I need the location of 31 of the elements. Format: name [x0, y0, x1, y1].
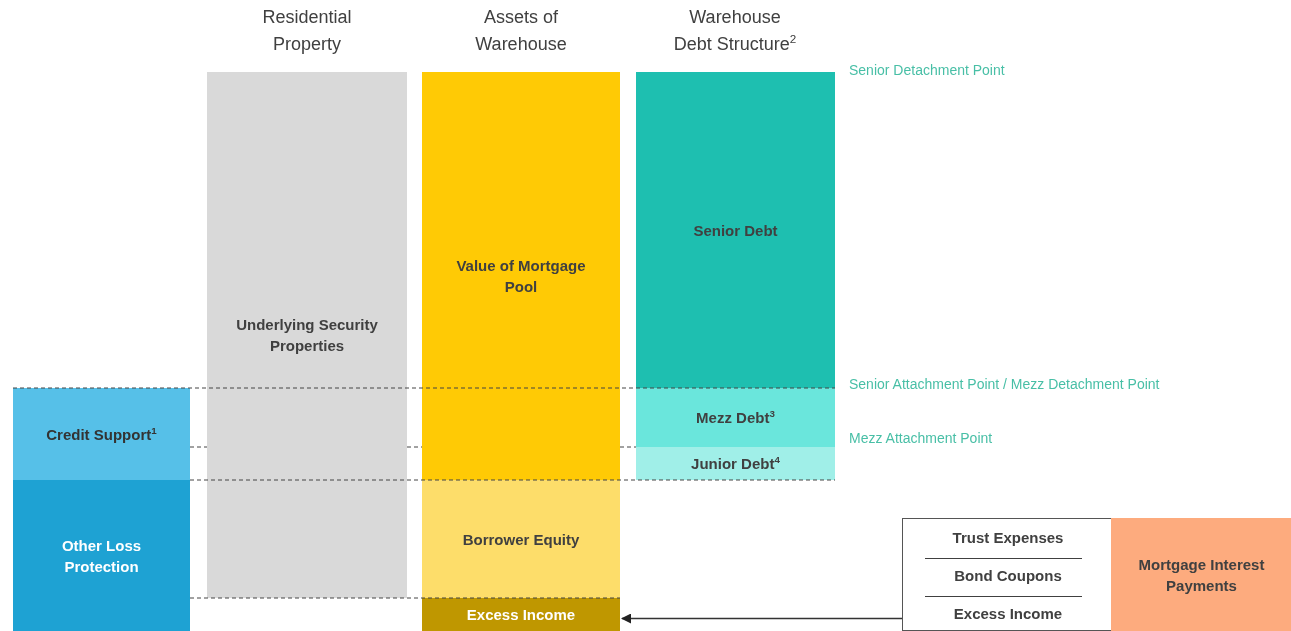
threshold-label: Mezz Attachment Point: [849, 430, 993, 446]
column-heading: Assets of Warehouse: [474, 6, 568, 56]
column-heading: Warehouse Debt Structure$^{2}$: [672, 6, 798, 56]
list-item-label: Trust Expenses: [951, 528, 1065, 548]
arrow: [621, 613, 903, 624]
credit-support-block: [13, 388, 190, 480]
block-label: Other Loss Protection: [60, 535, 143, 577]
list-item-label: Excess Income: [952, 604, 1064, 624]
waterfall-box: [902, 518, 1291, 631]
block-label: Mezz Debt$^{3}$: [695, 407, 776, 428]
junior-debt-block: [636, 447, 835, 480]
block-label: Excess Income: [465, 605, 577, 625]
threshold-label: Senior Attachment Point / Mezz Detachment Point: [849, 376, 1160, 392]
block-label: Credit Support$^{1}$: [45, 423, 158, 445]
block-label: Mortgage Interest Payments: [1137, 555, 1266, 596]
list-item-label: Bond Coupons: [953, 566, 1063, 586]
mortgage-pool-block: [422, 72, 620, 480]
loss-protection-block: [13, 480, 190, 631]
column-heading: Residential Property: [261, 6, 353, 56]
block-label: Junior Debt$^{4}$: [690, 453, 781, 474]
block-label: Underlying Security Properties: [235, 315, 379, 356]
block-label: Borrower Equity: [461, 529, 581, 550]
interest-payments-block: [1111, 518, 1291, 631]
block-label: Senior Debt: [692, 220, 779, 241]
property-bar: [207, 72, 407, 598]
threshold-label: Senior Detachment Point: [849, 62, 1005, 78]
equity-block: [422, 480, 620, 598]
block-label: Value of Mortgage Pool: [455, 256, 587, 297]
excess-income-block: [422, 598, 620, 631]
senior-debt-block: [636, 72, 835, 388]
mezz-debt-block: [636, 388, 835, 447]
